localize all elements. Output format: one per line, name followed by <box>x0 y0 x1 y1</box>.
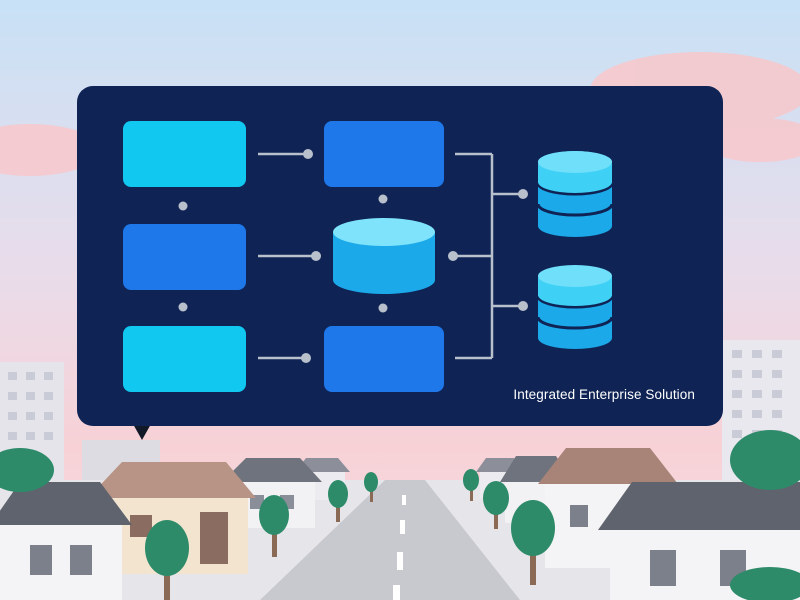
database-top-right <box>536 151 614 237</box>
diagram-panel: Integrated Enterprise Solution <box>77 86 723 426</box>
tree <box>463 469 479 501</box>
connector-dot <box>448 251 458 261</box>
callout-pointer <box>133 424 151 440</box>
box-top-center <box>324 121 444 187</box>
cylinder-center <box>333 218 435 294</box>
house-right-front <box>598 482 800 600</box>
road-markings <box>393 495 406 600</box>
diagram-caption: Integrated Enterprise Solution <box>513 387 695 402</box>
connector-dot <box>311 251 321 261</box>
bush <box>0 430 800 600</box>
connector-lines <box>178 149 614 363</box>
box-bottom-center <box>324 326 444 392</box>
box-middle-left <box>123 224 246 290</box>
road <box>260 480 520 600</box>
tree <box>364 472 378 502</box>
tree <box>483 481 509 529</box>
connector-dot <box>178 201 188 211</box>
box-bottom-left <box>123 326 246 392</box>
connector-dot <box>178 302 188 312</box>
tree <box>259 495 289 557</box>
connector-dot <box>518 301 528 311</box>
connector-dot <box>518 189 528 199</box>
connector-dot <box>303 149 313 159</box>
connector-dot <box>301 353 311 363</box>
connector-dot <box>378 303 388 313</box>
tree <box>145 520 189 600</box>
house-left-front <box>0 482 132 600</box>
tree <box>511 500 555 585</box>
connector-dot <box>378 194 388 204</box>
tree <box>328 480 348 522</box>
database-bottom-right <box>536 265 614 349</box>
box-top-left <box>123 121 246 187</box>
